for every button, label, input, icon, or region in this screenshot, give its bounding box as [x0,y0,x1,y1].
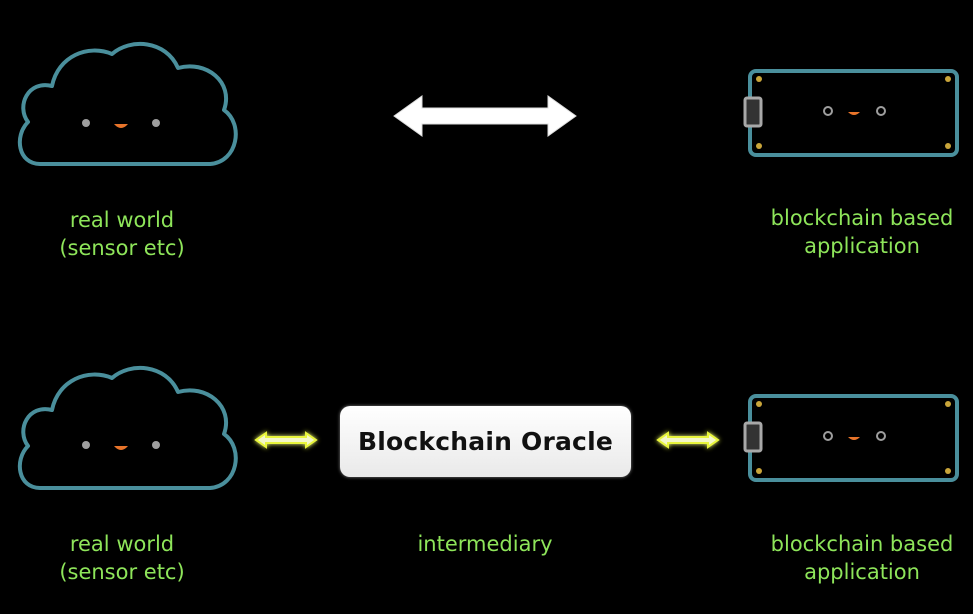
screw-tr [945,401,951,407]
top-right-label-line2: application [804,234,920,258]
oracle-box: Blockchain Oracle [340,406,631,477]
top-left-label-line2: (sensor etc) [59,236,185,260]
cloud-mouth [114,446,128,450]
screw-tr [945,76,951,82]
device-eye-right [876,106,886,116]
screw-br [945,468,951,474]
device-eye-left [823,106,833,116]
top-right-label: blockchain based application [762,204,962,260]
device-icon [743,69,959,157]
double-arrow-icon [393,95,577,137]
screw-bl [756,468,762,474]
device-icon [743,394,959,482]
cloud-icon [18,41,238,166]
cloud-eye-right [152,119,160,127]
cloud-outline [18,365,238,490]
bottom-right-label: blockchain based application [762,530,962,586]
device-eye-left [823,431,833,441]
oracle-caption: intermediary [385,530,585,558]
device-eye-right [876,431,886,441]
top-left-label-line1: real world [69,208,175,232]
top-right-label-line1: blockchain based [770,206,954,230]
bottom-left-label-line1: real world [69,532,175,556]
screw-tl [756,401,762,407]
screw-tl [756,76,762,82]
cloud-mouth [114,124,128,128]
device-mouth [848,437,860,440]
bottom-right-label-line2: application [804,560,920,584]
cloud-eye-right [152,441,160,449]
bottom-left-label: real world (sensor etc) [42,530,202,586]
oracle-caption-text: intermediary [417,532,553,556]
cloud-eye-left [82,441,90,449]
cloud-eye-left [82,119,90,127]
cloud-icon [18,365,238,490]
top-left-label: real world (sensor etc) [42,206,202,262]
double-arrow-icon [656,431,720,449]
device-connector [743,421,763,453]
screw-br [945,143,951,149]
bottom-left-label-line2: (sensor etc) [59,560,185,584]
cloud-outline [18,41,238,166]
device-connector [743,96,763,128]
device-mouth [848,112,860,115]
oracle-title: Blockchain Oracle [358,427,613,456]
bottom-right-label-line1: blockchain based [770,532,954,556]
screw-bl [756,143,762,149]
double-arrow-icon [254,431,318,449]
